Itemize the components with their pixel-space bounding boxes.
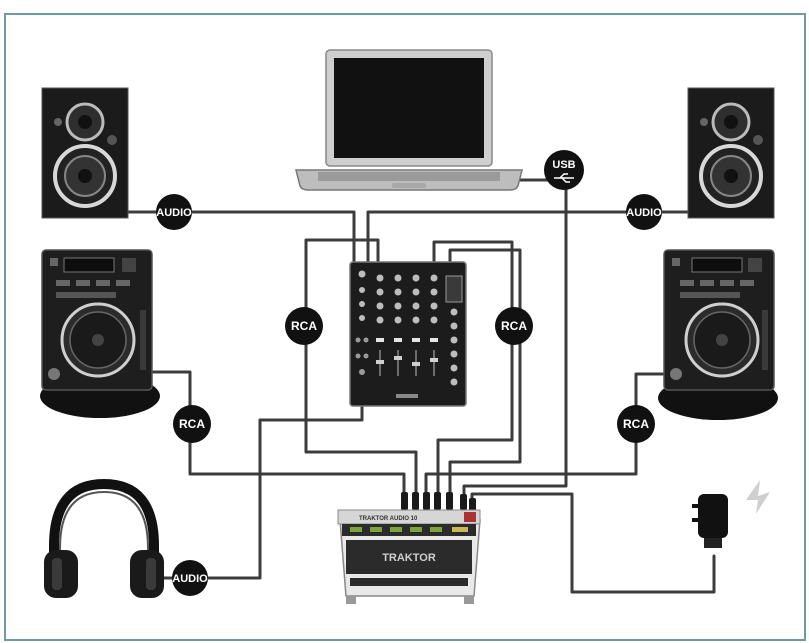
- cable-mixer-rca-right-b: [448, 248, 522, 502]
- laptop: [295, 49, 523, 191]
- power-adapter: [692, 480, 770, 548]
- cable-deck-left: [148, 370, 406, 502]
- speaker-right: [687, 87, 775, 219]
- headphones: [44, 478, 176, 598]
- audio-interface-icon: TRAKTOR AUDIO 10 TRAKTOR: [337, 509, 481, 604]
- badge-usb: USB: [544, 150, 584, 190]
- cable-mixer-rca-left-a: [304, 238, 418, 502]
- power-adapter-icon: [692, 480, 770, 548]
- speaker-icon: [41, 87, 129, 219]
- cable-speaker-right: [366, 210, 692, 268]
- badge-audio-left: AUDIO: [156, 194, 192, 230]
- headphones-icon: [44, 478, 176, 598]
- deck-left: [40, 249, 160, 418]
- audio-interface: TRAKTOR AUDIO 10 TRAKTOR: [337, 509, 481, 604]
- speaker-icon: [687, 87, 775, 219]
- label-audio-headphones: AUDIO: [172, 573, 208, 585]
- deck-right: [658, 249, 778, 420]
- label-rca-deck-left: RCA: [179, 417, 205, 431]
- label-rca-deck-right: RCA: [623, 417, 649, 431]
- badge-audio-headphones: AUDIO: [172, 560, 208, 596]
- badge-rca-deck-right: RCA: [617, 405, 655, 443]
- mixer-icon: [349, 261, 467, 407]
- cable-mixer-rca-left-b: [206, 402, 364, 580]
- badge-audio-right: AUDIO: [626, 194, 662, 230]
- label-rca-mixer-left: RCA: [291, 319, 317, 333]
- label-rca-mixer-right: RCA: [501, 319, 527, 333]
- label-usb: USB: [552, 159, 575, 171]
- interface-plugs: [401, 492, 476, 512]
- label-audio-left: AUDIO: [156, 207, 192, 219]
- interface-header: TRAKTOR AUDIO 10: [359, 516, 418, 522]
- interface-brand: TRAKTOR: [382, 552, 436, 564]
- badge-rca-mixer-left: RCA: [285, 307, 323, 345]
- cable-speaker-left: [126, 210, 356, 268]
- cable-power: [470, 492, 716, 594]
- turntable-icon: [658, 249, 778, 420]
- badge-rca-mixer-right: RCA: [495, 307, 533, 345]
- laptop-icon: [295, 49, 523, 191]
- badge-rca-deck-left: RCA: [173, 405, 211, 443]
- mixer: [349, 261, 467, 407]
- usb-icon: [554, 173, 574, 183]
- label-audio-right: AUDIO: [626, 207, 662, 219]
- cable-deck-right: [424, 372, 668, 502]
- speaker-left: [41, 87, 129, 219]
- turntable-icon: [40, 249, 160, 418]
